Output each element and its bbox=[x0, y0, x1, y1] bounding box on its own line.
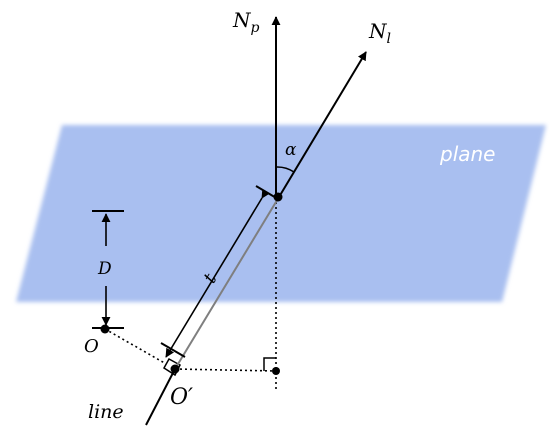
dotted-horizontal-projection bbox=[174, 368, 277, 372]
origin-point bbox=[100, 324, 110, 334]
line-label: line bbox=[88, 401, 124, 423]
origin-label: O bbox=[84, 336, 99, 357]
plane-shape bbox=[16, 125, 546, 302]
angle-label: α bbox=[285, 140, 297, 160]
dotted-origin-to-projection bbox=[104, 328, 176, 370]
line-normal-arrow bbox=[278, 51, 367, 198]
projection-point bbox=[170, 364, 180, 374]
angle-arc bbox=[275, 166, 295, 173]
projection-label: O′ bbox=[170, 385, 193, 410]
right-angle-marker-foot bbox=[263, 357, 276, 371]
t-dimension-arrow bbox=[165, 188, 271, 358]
line bbox=[145, 368, 176, 426]
plane-label: plane bbox=[439, 142, 496, 166]
foot-point bbox=[272, 367, 280, 375]
distance-label: D bbox=[97, 259, 112, 279]
plane-normal-label: Np bbox=[232, 8, 260, 36]
line-normal-label: Nl bbox=[368, 19, 391, 47]
t-tick-bottom bbox=[160, 342, 186, 358]
intersection-point bbox=[273, 192, 283, 202]
